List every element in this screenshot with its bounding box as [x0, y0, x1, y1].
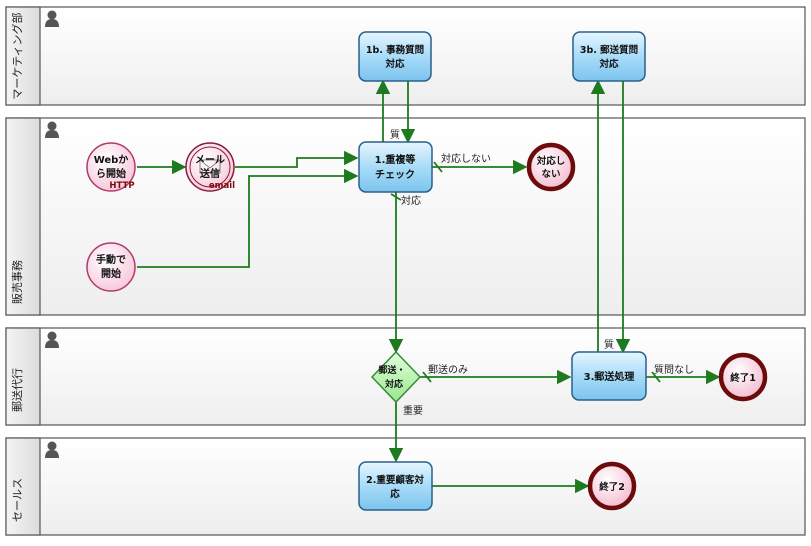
event-badge-http: HTTP [109, 181, 134, 191]
event-label: 終了1 [730, 372, 756, 384]
lane-label-sales: セールス [11, 478, 24, 522]
event-label: 対応し [536, 155, 566, 167]
person-icon [45, 441, 59, 458]
envelope-icon [199, 159, 221, 174]
flow-markers [390, 161, 661, 383]
task-label: 3.郵送処理 [584, 370, 635, 383]
event-manual-start[interactable]: 手動で 開始 [86, 242, 136, 292]
event-label: 開始 [101, 267, 121, 280]
person-icon [45, 331, 59, 348]
flow-labels: 質 対応しない 対応 郵送のみ 重要 質 質問なし [390, 128, 694, 417]
event-badge-email: email [209, 181, 235, 191]
task-label: 1.重複等 [375, 153, 416, 166]
person-icon [45, 121, 59, 138]
lane-label-sales-office: 販売事務 [10, 260, 24, 304]
task-1b-office-question[interactable]: 1b. 事務質問 対応 [358, 31, 432, 82]
event-label: 終了2 [599, 481, 625, 493]
lane-label-marketing: マーケティング部 [10, 12, 24, 99]
task-label: 3b. 郵送質問 [580, 44, 638, 56]
task-3b-mail-question[interactable]: 3b. 郵送質問 対応 [572, 31, 646, 82]
task-label: 1b. 事務質問 [366, 44, 424, 56]
gateway-mail-action[interactable]: 郵送・ 対応 [370, 350, 422, 404]
event-label: ら開始 [96, 167, 126, 180]
event-end-no-action[interactable]: 対応し ない [526, 142, 576, 192]
flows [137, 79, 721, 494]
task-1-duplicate-check[interactable]: 1.重複等 チェック [358, 141, 433, 193]
flow-label-action: 対応 [401, 194, 421, 207]
flow-label-mail-only: 郵送のみ [428, 363, 468, 376]
gateway-label: 対応 [384, 378, 403, 390]
event-end-2[interactable]: 終了2 [587, 461, 637, 511]
event-label: 手動で [96, 253, 126, 266]
task-label: チェック [375, 169, 415, 181]
flow-label-question-3: 質 [604, 338, 614, 351]
flow-mail-to-check[interactable] [235, 150, 359, 168]
event-web-start[interactable]: Webか ら開始 HTTP [86, 142, 136, 192]
flow-manual-to-check[interactable] [137, 168, 359, 268]
task-label: 2.重要顧客対 [366, 474, 424, 486]
task-label: 対応 [598, 58, 619, 70]
event-label: Webか [94, 154, 129, 166]
event-label: ない [541, 169, 560, 180]
flow-label-question-1: 質 [390, 128, 400, 141]
flow-label-important: 重要 [403, 404, 423, 417]
task-label: 対応 [384, 58, 405, 70]
lane-label-mail-agency: 郵送代行 [10, 368, 24, 412]
event-end-1[interactable]: 終了1 [718, 352, 768, 402]
event-label: 送信 [199, 167, 220, 180]
task-2-important-customer[interactable]: 2.重要顧客対 応 [358, 461, 433, 511]
task-label: 応 [389, 488, 400, 500]
lane-sales: セールス [5, 437, 806, 536]
lane-marketing: マーケティング部 [5, 6, 806, 106]
event-label: メール [195, 154, 225, 166]
event-mail-send[interactable]: メール 送信 email [185, 142, 235, 192]
flow-label-no-question: 質問なし [654, 363, 694, 376]
task-3-mail-processing[interactable]: 3.郵送処理 [571, 351, 647, 401]
person-icon [45, 10, 59, 27]
flow-label-no-action: 対応しない [441, 152, 491, 165]
gateway-label: 郵送・ [378, 364, 405, 376]
